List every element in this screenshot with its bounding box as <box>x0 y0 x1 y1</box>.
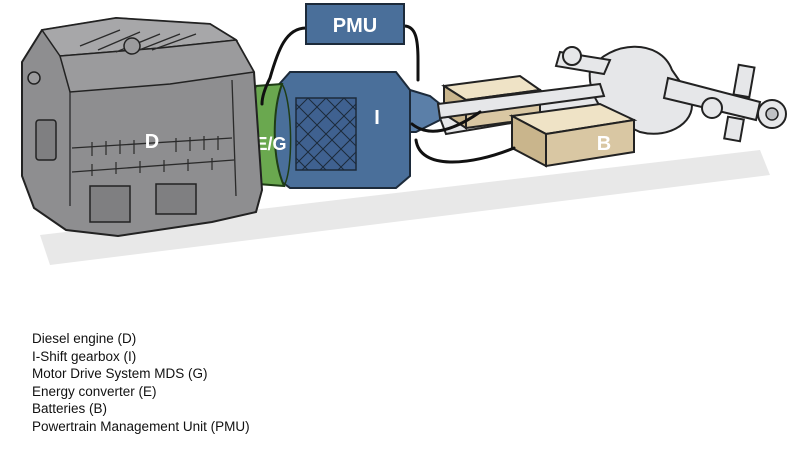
cables <box>260 24 516 164</box>
battery-front: B <box>508 102 638 168</box>
cable-gearbox-battery-rear <box>410 110 482 133</box>
pmu: PMU <box>305 3 405 45</box>
cable-gearbox-battery-front <box>414 138 516 164</box>
legend-item: I-Shift gearbox (I) <box>32 348 137 364</box>
converter-label: E/G <box>255 134 286 154</box>
cable-pmu-converter <box>260 26 308 106</box>
legend-item: Powertrain Management Unit (PMU) <box>32 418 250 434</box>
legend: Diesel engine (D) I-Shift gearbox (I) Mo… <box>32 330 250 436</box>
ground-shadow <box>40 150 770 265</box>
legend-item: Energy converter (E) <box>32 383 157 399</box>
legend-item: Motor Drive System MDS (G) <box>32 366 208 382</box>
pmu-label: PMU <box>333 15 377 37</box>
engine-label: D <box>145 131 159 153</box>
battery-label: B <box>597 133 611 155</box>
engine-grille <box>91 136 219 176</box>
gearbox-label: I <box>374 107 380 129</box>
legend-item: Diesel engine (D) <box>32 331 137 346</box>
drive-shaft <box>436 82 606 120</box>
engine-ribs <box>69 29 237 206</box>
cable-pmu-gearbox <box>402 24 420 82</box>
gearbox-hatch <box>295 97 357 171</box>
gearbox: I <box>273 71 441 189</box>
powertrain-diagram: I B E/G <box>21 3 787 265</box>
diesel-engine: D <box>21 16 264 238</box>
legend-item: Batteries (B) <box>32 401 108 417</box>
